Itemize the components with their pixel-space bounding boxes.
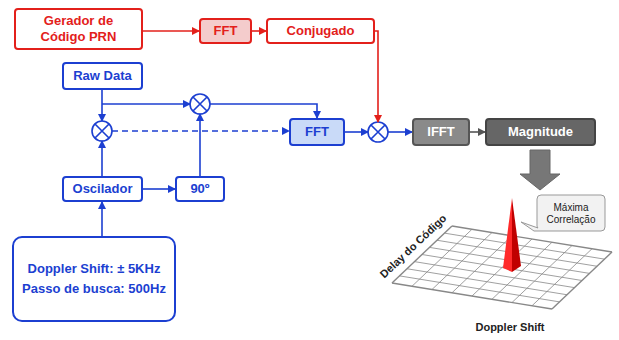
mixer-symbol: [368, 122, 388, 142]
box-label: Doppler Shift: ± 5KHz: [28, 261, 161, 277]
process-box: Conjugado: [266, 18, 375, 44]
connector-segment: [101, 202, 103, 236]
connector-segment: [210, 104, 317, 118]
correlation-peak: [503, 198, 521, 272]
connector-segment: [102, 103, 190, 105]
connector-segment: [101, 141, 103, 176]
mixer-symbol: [92, 121, 112, 141]
signal-connector: [470, 132, 485, 133]
process-box: FFT: [199, 18, 252, 44]
signal-connector: [143, 189, 175, 190]
box-label: FFT: [305, 124, 329, 140]
process-box: FFT: [289, 118, 345, 146]
connector-segment: [388, 131, 412, 133]
process-box: Magnitude: [485, 118, 596, 146]
box-label: FFT: [214, 23, 238, 39]
box-label: Passo de busca: 500Hz: [22, 281, 166, 297]
box-label: Gerador de Código PRN: [21, 13, 136, 44]
box-label: Raw Data: [73, 68, 132, 84]
signal-connector: [102, 90, 317, 121]
signal-connector: [375, 31, 378, 122]
process-box: 90º: [175, 176, 225, 202]
box-label: 90º: [190, 181, 209, 197]
callout-text: Máxima Correlação: [539, 202, 603, 225]
grid-line: [512, 246, 572, 303]
process-box: Oscilador: [62, 176, 143, 202]
process-box: Doppler Shift: ± 5KHzPasso de busca: 500…: [12, 236, 176, 322]
process-box: Raw Data: [62, 62, 143, 90]
connector-segment: [345, 131, 368, 133]
signal-connector: [252, 31, 266, 32]
output-arrow: [520, 150, 560, 190]
grid-line: [532, 249, 592, 306]
process-box: Gerador de Código PRN: [14, 8, 143, 50]
callout-bubble: [521, 195, 605, 231]
signal-connector: [102, 131, 289, 176]
box-label: IFFT: [427, 124, 454, 140]
signal-connector: [102, 202, 103, 236]
box-label: Conjugado: [287, 23, 355, 39]
mixer-symbol: [190, 94, 210, 114]
connector-segment: [101, 90, 103, 121]
connector-segment: [470, 131, 485, 133]
process-box: IFFT: [412, 118, 470, 146]
grid-line: [552, 252, 612, 309]
signal-connector: [143, 31, 199, 32]
grid-line: [445, 233, 605, 259]
connector-segment: [143, 30, 199, 32]
box-label: Oscilador: [73, 181, 133, 197]
connector-segment: [252, 30, 266, 32]
box-label: Magnitude: [508, 124, 573, 140]
signal-connector: [345, 132, 412, 133]
connector-segment: [143, 188, 175, 190]
connector-segment: [199, 114, 201, 176]
connector-segment: [375, 31, 378, 122]
axis-label: Doppler Shift: [475, 321, 544, 333]
signal-connector: [200, 114, 201, 176]
